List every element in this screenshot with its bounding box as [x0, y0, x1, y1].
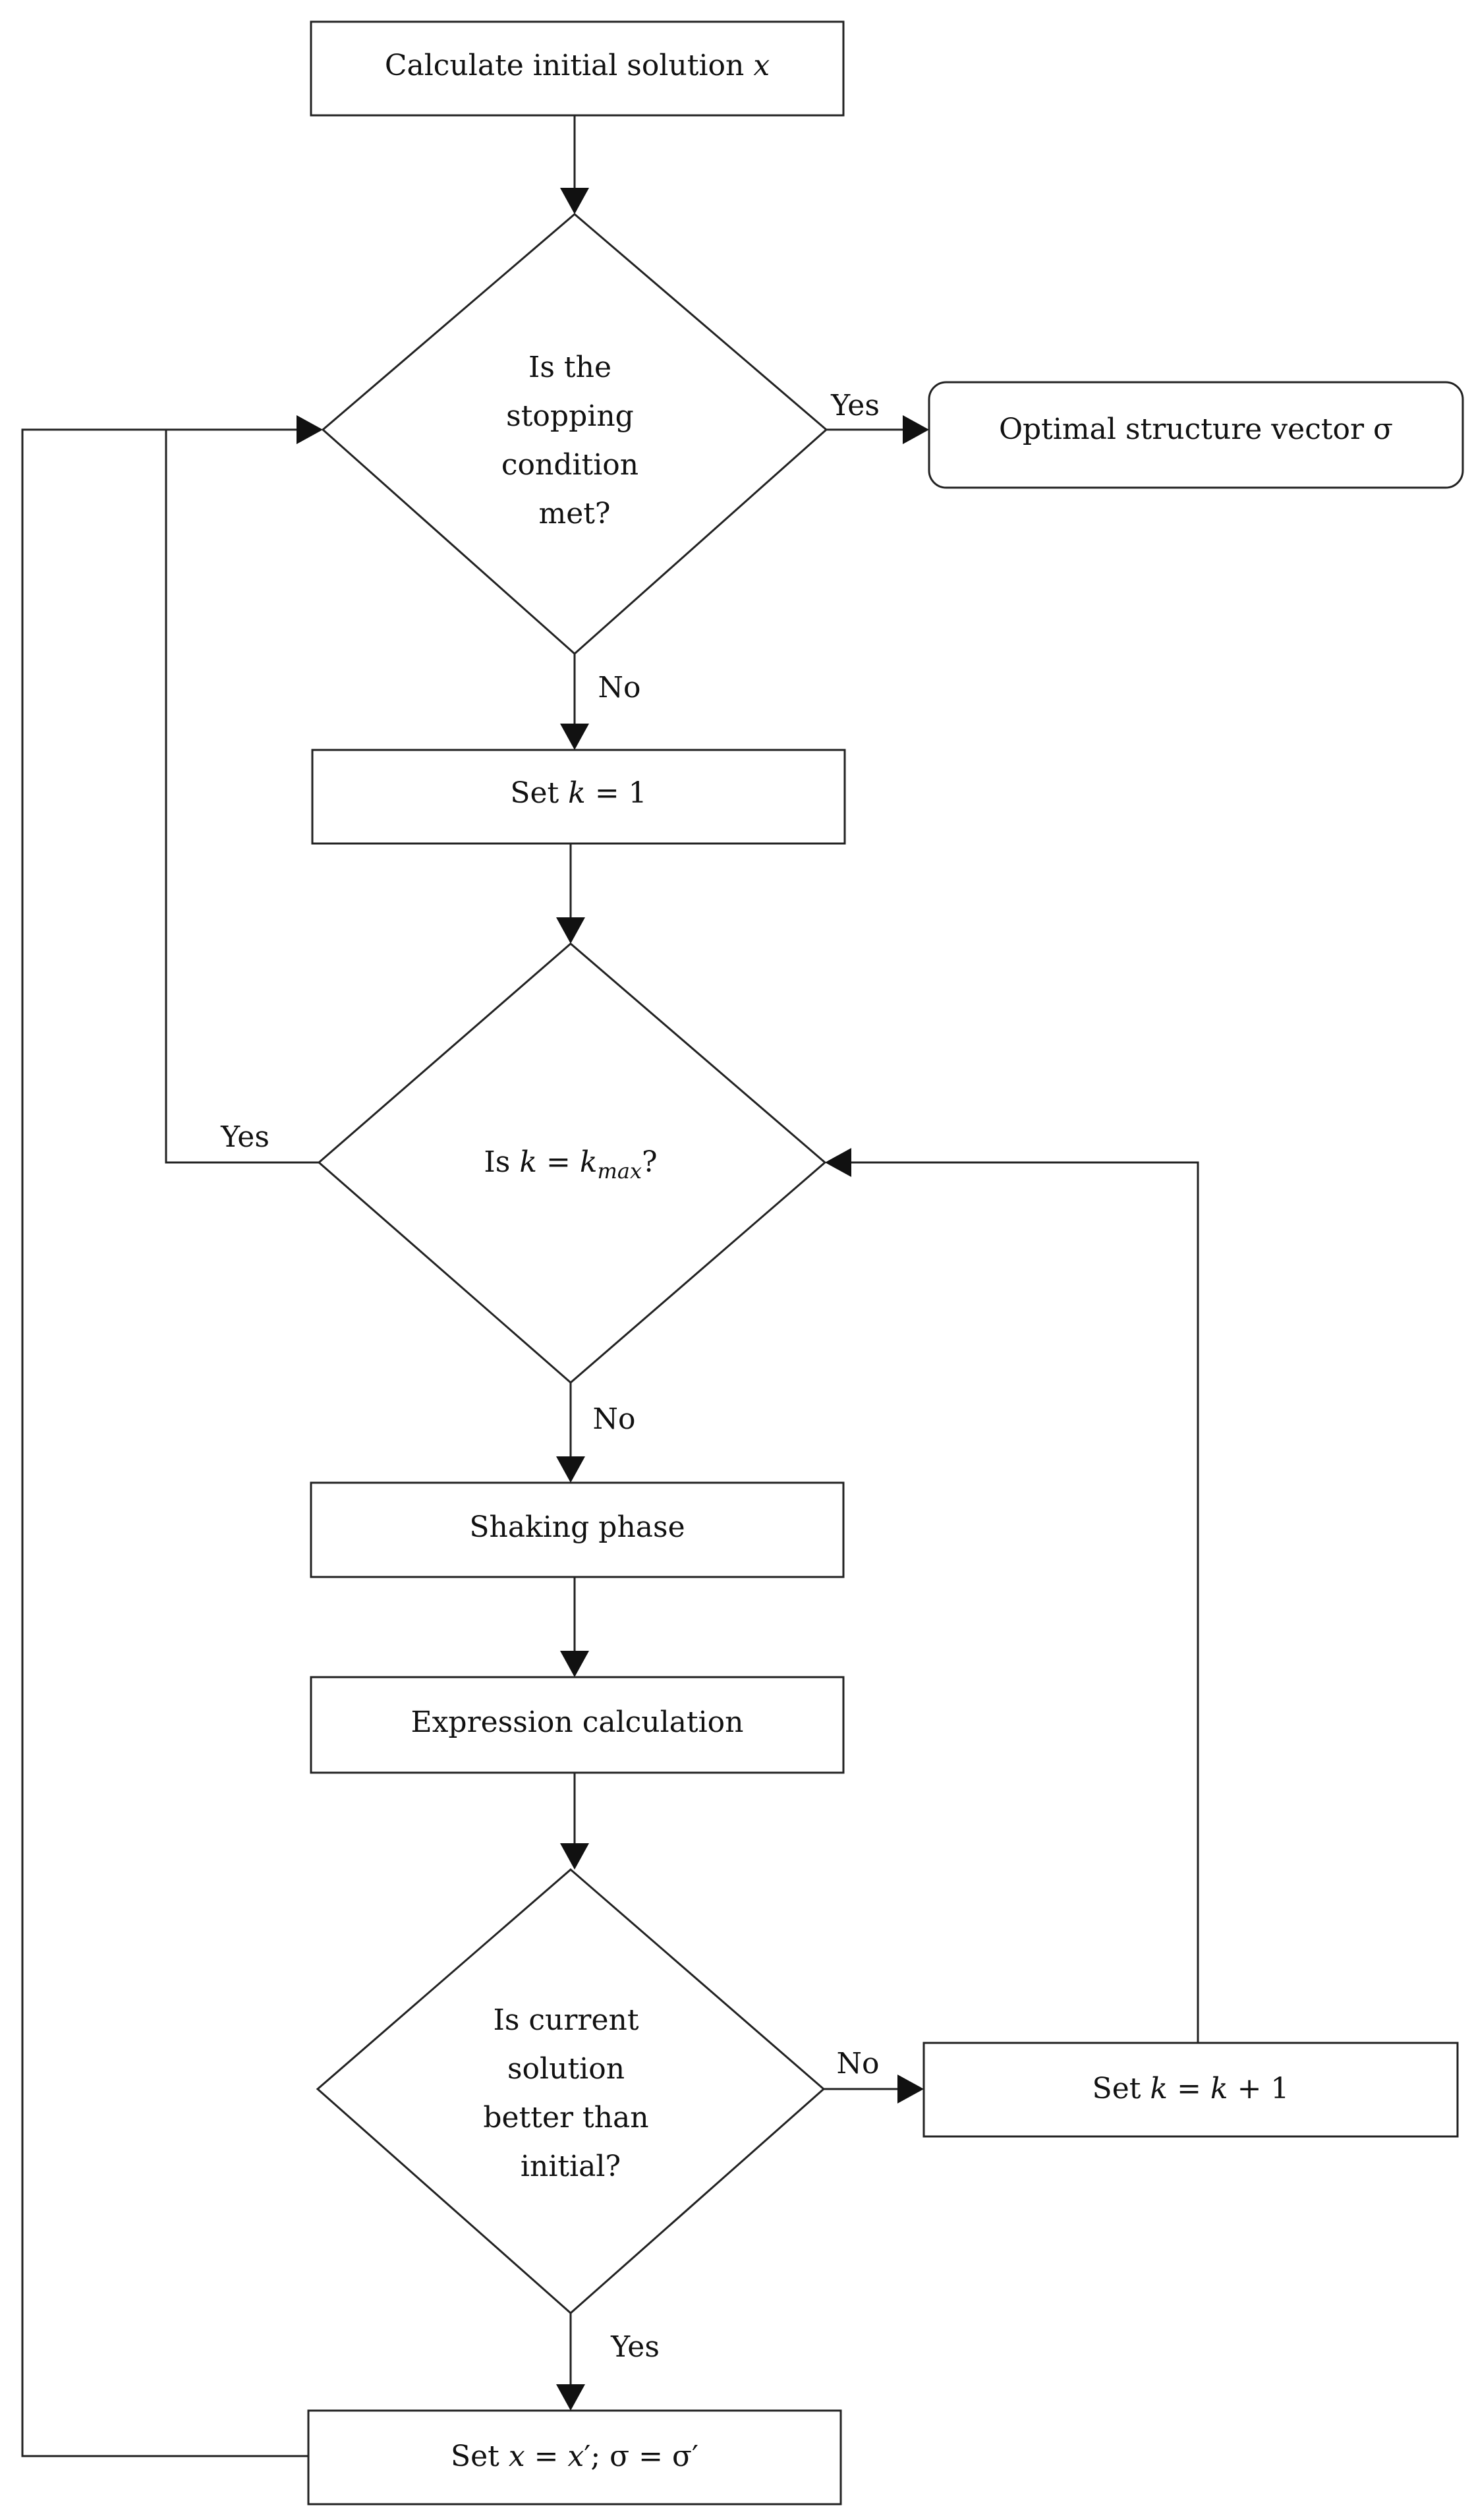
- node-set-x-sigma: Set x = x′; σ = σ′: [307, 2409, 842, 2506]
- node-text: + 1: [1228, 2072, 1290, 2105]
- svg-text:Set k = 1: Set k = 1: [510, 776, 646, 810]
- decision-text-line: Is current: [493, 2003, 638, 2037]
- math-variable: k: [568, 776, 586, 810]
- decision-text-line: solution: [507, 2052, 625, 2086]
- connector-setx-loop: [21, 428, 308, 2457]
- node-text: Shaking phase: [469, 1510, 685, 1544]
- arrowhead: [560, 1843, 589, 1870]
- node-text: = 1: [586, 776, 647, 810]
- node-set-k-1: Set k = 1: [311, 749, 846, 845]
- arrowhead: [556, 917, 585, 944]
- math-variable: x: [567, 2440, 584, 2473]
- edge-label-better-yes: Yes: [610, 2330, 660, 2364]
- decision-k-equals-kmax: Is k = kmax?: [317, 942, 827, 1384]
- node-expression-calculation: Expression calculation: [310, 1676, 845, 1774]
- svg-text:Is current solution: Is current solution better than initial?: [483, 2003, 658, 2183]
- edge-label-kmax-no: No: [593, 1402, 636, 1436]
- node-text: Expression calculation: [411, 1705, 743, 1739]
- arrowhead: [560, 724, 589, 750]
- arrowhead: [556, 2384, 585, 2411]
- arrowhead: [897, 2075, 924, 2104]
- decision-text-line: stopping: [506, 399, 634, 433]
- node-text: Calculate initial solution: [385, 49, 754, 82]
- math-variable: x: [753, 49, 770, 82]
- decision-text-line: initial?: [521, 2150, 621, 2183]
- edge-label-stop-yes: Yes: [830, 389, 880, 422]
- svg-text:Set x = x′; σ = σ′: Set x = x′; σ = σ′: [451, 2440, 698, 2473]
- connectors: [21, 115, 1199, 2457]
- node-set-k-plus-1: Set k = k + 1: [922, 2042, 1459, 2138]
- node-text: Set: [451, 2440, 509, 2473]
- svg-text:Set k = k + 1: Set k = k + 1: [1092, 2072, 1290, 2105]
- node-shaking-phase: Shaking phase: [310, 1481, 845, 1578]
- math-prime: ′: [584, 2440, 590, 2473]
- node-text: Set: [510, 776, 568, 810]
- edge-labels: Yes No Yes No No Yes: [220, 389, 880, 2364]
- node-text: Set: [1092, 2072, 1150, 2105]
- math-variable: k: [1150, 2072, 1168, 2105]
- decision-current-better: Is current solution better than initial?: [316, 1868, 826, 2315]
- connector-kmax-yes-loop: [165, 430, 319, 1164]
- node-text: Is: [484, 1145, 519, 1179]
- math-variable: k: [580, 1145, 598, 1179]
- arrowhead: [560, 1651, 589, 1677]
- node-text: ; σ = σ′: [590, 2440, 698, 2473]
- arrowhead: [903, 415, 929, 444]
- arrowhead: [556, 1456, 585, 1483]
- math-variable: k: [1210, 2072, 1228, 2105]
- arrowhead: [560, 188, 589, 214]
- decision-stopping-condition: Is the stopping condition met?: [321, 213, 828, 656]
- edge-label-kmax-yes: Yes: [220, 1120, 269, 1154]
- node-calculate-initial-solution: Calculate initial solution x: [310, 20, 845, 117]
- math-variable: k: [519, 1145, 537, 1179]
- node-text: =: [525, 2440, 568, 2473]
- arrowhead: [297, 415, 323, 444]
- math-variable: x: [509, 2440, 525, 2473]
- svg-text:Is the stopping co: Is the stopping condition met?: [501, 351, 648, 530]
- decision-text-line: Is the: [528, 351, 611, 384]
- node-text: =: [537, 1145, 580, 1179]
- edge-label-better-no: No: [837, 2047, 880, 2080]
- connector-kk1-loop: [851, 1161, 1199, 2043]
- svg-text:Calculate initial solution x: Calculate initial solution x: [385, 49, 770, 82]
- decision-text-line: met?: [538, 497, 610, 530]
- math-subscript: max: [598, 1159, 642, 1184]
- arrowhead: [825, 1148, 851, 1177]
- node-optimal-structure-vector: Optimal structure vector σ: [928, 381, 1464, 489]
- edge-label-stop-no: No: [598, 671, 641, 704]
- decision-text-line: better than: [483, 2101, 648, 2134]
- node-text: Optimal structure vector σ: [999, 413, 1393, 446]
- node-text: =: [1168, 2072, 1210, 2105]
- svg-text:Is k = kmax?: Is k = kmax?: [484, 1145, 657, 1184]
- node-text: ?: [642, 1145, 658, 1179]
- decision-text-line: condition: [501, 448, 638, 482]
